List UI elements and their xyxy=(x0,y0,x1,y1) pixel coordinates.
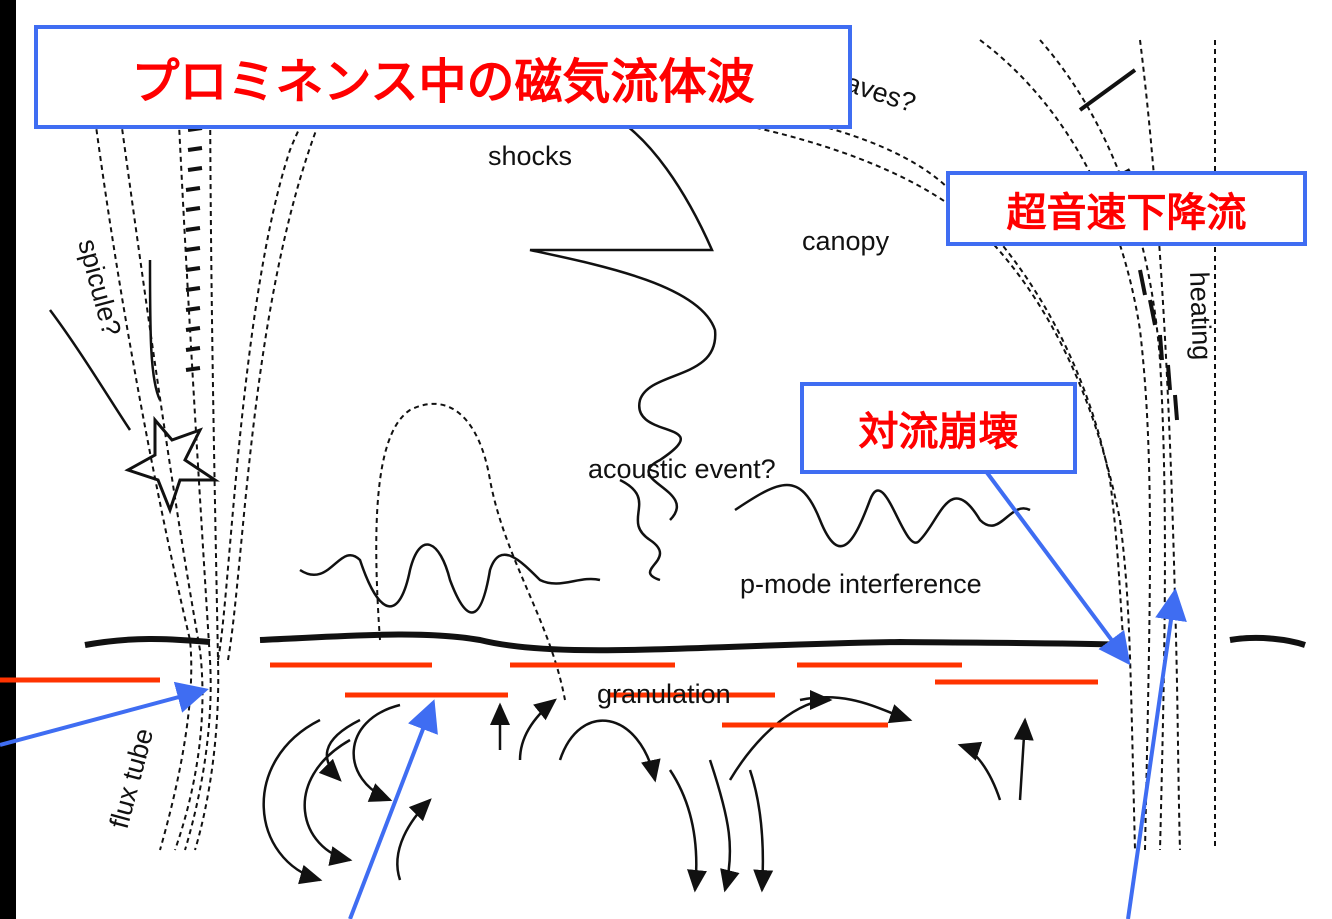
label-spicule: spicule? xyxy=(72,236,127,339)
callout-downflow: 超音速下降流 xyxy=(946,171,1307,246)
label-canopy: canopy xyxy=(802,226,890,256)
label-heating: heating xyxy=(1184,271,1217,361)
callout-collapse: 対流崩壊 xyxy=(800,382,1077,474)
convection-arrows xyxy=(264,697,1025,890)
label-flux-tube: flux tube xyxy=(104,725,159,831)
spicule-star xyxy=(128,420,215,510)
wave-curves xyxy=(50,110,1030,613)
hatching-left xyxy=(186,128,202,370)
granule-bars xyxy=(0,665,1098,725)
label-granulation: granulation xyxy=(597,679,731,709)
label-acoustic-event: acoustic event? xyxy=(588,454,776,484)
pointer-arrows xyxy=(0,470,1175,919)
callout-title: プロミネンス中の磁気流体波 xyxy=(34,25,852,129)
label-shocks: shocks xyxy=(488,141,572,171)
label-p-mode: p-mode interference xyxy=(740,569,982,599)
